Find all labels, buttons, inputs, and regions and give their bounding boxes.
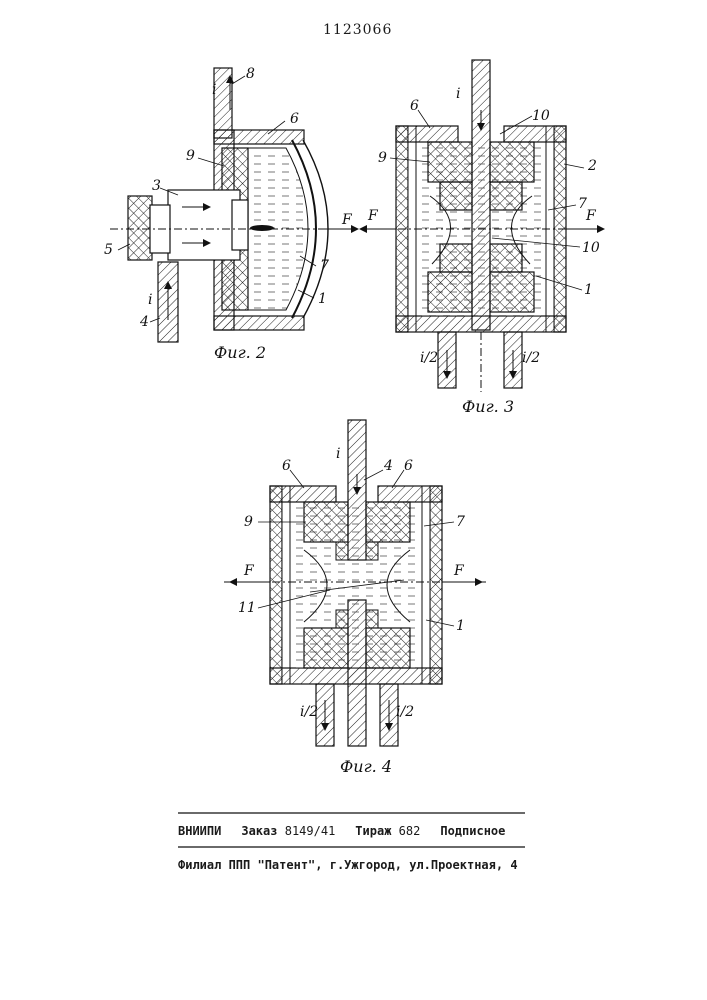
fig3-label-i: i [456, 86, 460, 102]
footer-branch-text: Филиал ППП "Патент", г.Ужгород, ул.Проек… [178, 858, 518, 872]
fig4-label-half-right: i/2 [396, 704, 414, 720]
fig2-label-i-low: i [148, 292, 152, 308]
fig4-label-7: 7 [456, 514, 465, 530]
fig2-label-4: 4 [139, 314, 149, 330]
fig2-label-1: 1 [318, 291, 327, 307]
footer-circulation-value: 682 [399, 824, 421, 838]
fig4-label-1: 1 [456, 618, 465, 634]
fig2-label-6: 6 [290, 111, 299, 127]
fig3-label-half-left: i/2 [420, 350, 438, 366]
footer-order-value: 8149/41 [285, 824, 336, 838]
fig2-label-9: 9 [186, 148, 195, 164]
fig2-caption: Фиг. 2 [214, 343, 266, 362]
fig3-caption: Фиг. 3 [462, 397, 514, 416]
figure-4: i 6 4 6 9 7 F F 11 1 i/2 i/2 Фиг. 4 [224, 420, 486, 776]
fig3-label-2: 2 [587, 158, 597, 174]
footer-org: ВНИИПИ [178, 824, 221, 838]
fig3-label-F-left: F [367, 208, 379, 224]
figure-3: i 6 10 2 9 7 F F 10 1 i/2 i/2 Фиг. 3 [350, 60, 606, 416]
fig3-label-10-bottom: 10 [582, 240, 600, 256]
fig4-label-4: 4 [383, 458, 393, 474]
fig3-label-10-top: 10 [532, 108, 550, 124]
figure-2: 8 i 6 9 3 5 F 7 1 i 4 Фиг. 2 [104, 66, 358, 362]
footer-publication-line: ВНИИПИ Заказ 8149/41 Тираж 682 Подписное [178, 824, 505, 838]
fig4-caption: Фиг. 4 [340, 757, 392, 776]
fig3-label-6: 6 [410, 98, 419, 114]
fig4-label-11: 11 [238, 600, 256, 616]
fig3-label-1: 1 [584, 282, 593, 298]
footer-order-label: Заказ [241, 824, 277, 838]
fig4-label-6-right: 6 [404, 458, 413, 474]
fig4-label-F-right: F [453, 563, 465, 579]
fig3-label-F-right: F [585, 208, 597, 224]
fig3-label-half-right: i/2 [522, 350, 540, 366]
fig4-label-6-left: 6 [282, 458, 291, 474]
fig2-label-3: 3 [152, 178, 161, 194]
fig4-label-half-left: i/2 [300, 704, 318, 720]
footer-branch-line: Филиал ППП "Патент", г.Ужгород, ул.Проек… [178, 858, 518, 872]
fig2-label-5: 5 [104, 242, 113, 258]
fig3-label-9: 9 [378, 150, 387, 166]
fig4-label-i: i [336, 446, 340, 462]
footer-subscription: Подписное [440, 824, 505, 838]
fig4-label-9: 9 [244, 514, 253, 530]
fig2-label-8: 8 [246, 66, 255, 82]
fig2-label-7: 7 [320, 258, 329, 274]
fig4-label-F-left: F [243, 563, 255, 579]
fig2-label-F: F [341, 212, 353, 228]
footer-circulation-label: Тираж [355, 824, 391, 838]
fig2-label-i-top: i [212, 82, 216, 98]
